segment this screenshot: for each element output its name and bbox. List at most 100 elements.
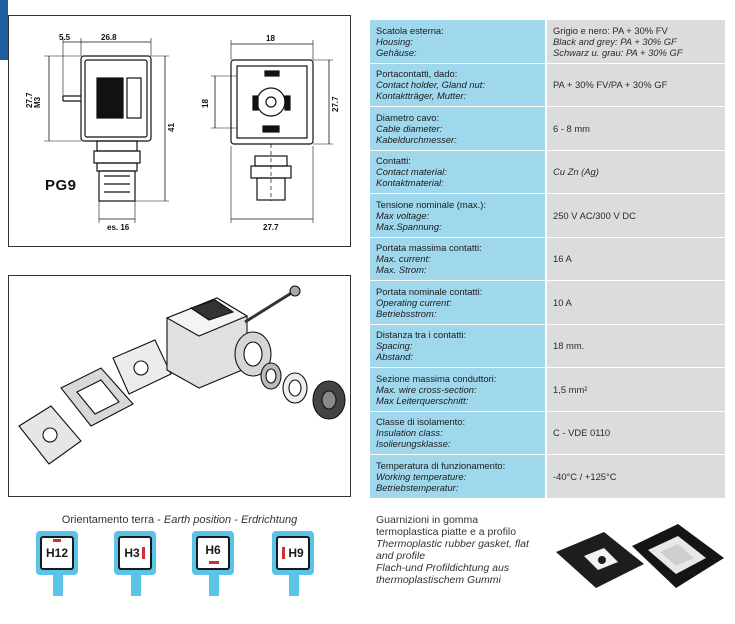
earth-marker: [282, 547, 285, 559]
spec-value-line: C - VDE 0110: [553, 427, 611, 439]
spec-label-it: Portata massima contatti:: [376, 242, 482, 254]
spec-label-de: Kontaktträger, Mutter:: [376, 90, 467, 102]
spec-value-line: 10 A: [553, 296, 572, 308]
dim-27-7-bottom: 27.7: [263, 223, 279, 232]
earth-badge-h9: H9: [276, 536, 310, 570]
spec-label-de: Max. Strom:: [376, 264, 427, 276]
exploded-view: [18, 285, 346, 465]
dim-27-7-right: 27.7: [331, 96, 340, 112]
spec-value: PA + 30% FV/PA + 30% GF: [547, 63, 725, 106]
dim-18-side: 18: [201, 99, 210, 108]
spec-label-en: Max. current:: [376, 253, 431, 265]
side-tab: [0, 0, 8, 60]
spec-row: Tensione nominale (max.):Max voltage:Max…: [370, 194, 725, 237]
spec-row: Contatti:Contact material:Kontaktmateria…: [370, 150, 725, 193]
spec-label: Contatti:Contact material:Kontaktmateria…: [370, 150, 545, 193]
spec-row: Diametro cavo:Cable diameter:Kabeldurchm…: [370, 107, 725, 150]
spec-label-it: Scatola esterna:: [376, 24, 444, 36]
earth-badge-h12: H12: [40, 536, 74, 570]
orientation-title: Orientamento terra - Earth position - Er…: [61, 514, 298, 526]
spec-label: Temperatura di funzionamento:Working tem…: [370, 455, 545, 498]
spec-value: 6 - 8 mm: [547, 107, 725, 150]
spec-label: Diametro cavo:Cable diameter:Kabeldurchm…: [370, 107, 545, 150]
spec-label: Portata nominale contatti:Operating curr…: [370, 281, 545, 324]
spec-label-it: Diametro cavo:: [376, 111, 440, 123]
spec-label-en: Contact holder, Gland nut:: [376, 79, 485, 91]
spec-row: Portata nominale contatti:Operating curr…: [370, 281, 725, 324]
spec-label: Scatola esterna:Housing:Gehäuse:: [370, 20, 545, 63]
spec-label-de: Kontaktmaterial:: [376, 177, 444, 189]
technical-drawing-panel: 5.5 26.8 18 27.7 M3 18 41 27.7 es. 16 27…: [8, 15, 351, 247]
spec-row: Sezione massima conduttori:Max. wire cro…: [370, 368, 725, 411]
spec-label-de: Max Leiterquerschnitt:: [376, 394, 469, 406]
spec-value-line: -40°C / +125°C: [553, 470, 617, 482]
spec-value-line: Grigio e nero: PA + 30% FV: [553, 24, 668, 36]
spec-label: Portata massima contatti:Max. current:Ma…: [370, 237, 545, 280]
dim-18-top: 18: [266, 34, 275, 43]
spec-value-line: Cu Zn (Ag): [553, 166, 599, 178]
spec-value-line: Schwarz u. grau: PA + 30% GF: [553, 46, 683, 58]
earth-marker: [209, 561, 219, 564]
dim-26-8: 26.8: [101, 33, 117, 42]
spec-row: Portacontatti, dado:Contact holder, Glan…: [370, 63, 725, 106]
spec-value-line: 16 A: [553, 253, 572, 265]
spec-value-line: 6 - 8 mm: [553, 122, 590, 134]
spec-label-en: Contact material:: [376, 166, 447, 178]
spec-label-it: Contatti:: [376, 155, 411, 167]
spec-value: 16 A: [547, 237, 725, 280]
spec-value: 18 mm.: [547, 324, 725, 367]
earth-marker: [142, 547, 145, 559]
spec-row: Scatola esterna:Housing:Gehäuse:Grigio e…: [370, 20, 725, 63]
spec-label-it: Tensione nominale (max.):: [376, 198, 486, 210]
spec-row: Portata massima contatti:Max. current:Ma…: [370, 237, 725, 280]
front-body: [230, 59, 314, 145]
spec-label: Classe di isolamento:Insulation class:Is…: [370, 411, 545, 454]
spec-label-it: Temperatura di funzionamento:: [376, 459, 506, 471]
spec-label-it: Portata nominale contatti:: [376, 285, 483, 297]
model-label: PG9: [45, 177, 77, 194]
spec-label: Sezione massima conduttori:Max. wire cro…: [370, 368, 545, 411]
earth-badge-h6: H6: [196, 536, 230, 570]
spec-label-en: Max voltage:: [376, 209, 430, 221]
spec-value: C - VDE 0110: [547, 411, 725, 454]
dim-5-5: 5.5: [59, 33, 71, 42]
spec-row: Classe di isolamento:Insulation class:Is…: [370, 411, 725, 454]
spec-label-de: Betriebstemperatur:: [376, 481, 459, 493]
spec-label-it: Classe di isolamento:: [376, 416, 466, 428]
spec-label-en: Housing:: [376, 35, 414, 47]
spec-label-en: Working temperature:: [376, 470, 467, 482]
spec-label-it: Portacontatti, dado:: [376, 68, 458, 80]
spec-value: 10 A: [547, 281, 725, 324]
spec-label-de: Abstand:: [376, 351, 414, 363]
spec-value: -40°C / +125°C: [547, 455, 725, 498]
screw-part: [244, 290, 294, 324]
spec-label-de: Isolierungsklasse:: [376, 438, 451, 450]
earth-badge-h3: H3: [118, 536, 152, 570]
spec-label-it: Sezione massima conduttori:: [376, 372, 497, 384]
spec-label-de: Kabeldurchmesser:: [376, 133, 457, 145]
gasket-photo: [556, 524, 724, 588]
dim-m3: M3: [33, 96, 42, 108]
spec-label: Tensione nominale (max.):Max voltage:Max…: [370, 194, 545, 237]
spec-table: Scatola esterna:Housing:Gehäuse:Grigio e…: [370, 20, 725, 499]
spec-label-en: Max. wire cross-section:: [376, 383, 477, 395]
dim-es-16: es. 16: [107, 223, 130, 232]
exploded-view-panel: [8, 275, 351, 497]
spec-value: 250 V AC/300 V DC: [547, 194, 725, 237]
spec-label-en: Spacing:: [376, 340, 413, 352]
spec-value-line: 250 V AC/300 V DC: [553, 209, 636, 221]
spec-value-line: PA + 30% FV/PA + 30% GF: [553, 79, 668, 91]
spec-label-de: Max.Spannung:: [376, 220, 442, 232]
spec-value-line: 18 mm.: [553, 340, 585, 352]
spec-value-line: 1,5 mm²: [553, 383, 588, 395]
spec-value: Cu Zn (Ag): [547, 150, 725, 193]
spec-value-line: Black and grey: PA + 30% GF: [553, 35, 677, 47]
spec-value: 1,5 mm²: [547, 368, 725, 411]
spec-label: Distanza tra i contatti:Spacing:Abstand:: [370, 324, 545, 367]
spec-label-de: Gehäuse:: [376, 46, 417, 58]
spec-row: Temperatura di funzionamento:Working tem…: [370, 455, 725, 498]
spec-label-en: Insulation class:: [376, 427, 443, 439]
spec-label: Portacontatti, dado:Contact holder, Glan…: [370, 63, 545, 106]
spec-label-en: Operating current:: [376, 296, 452, 308]
